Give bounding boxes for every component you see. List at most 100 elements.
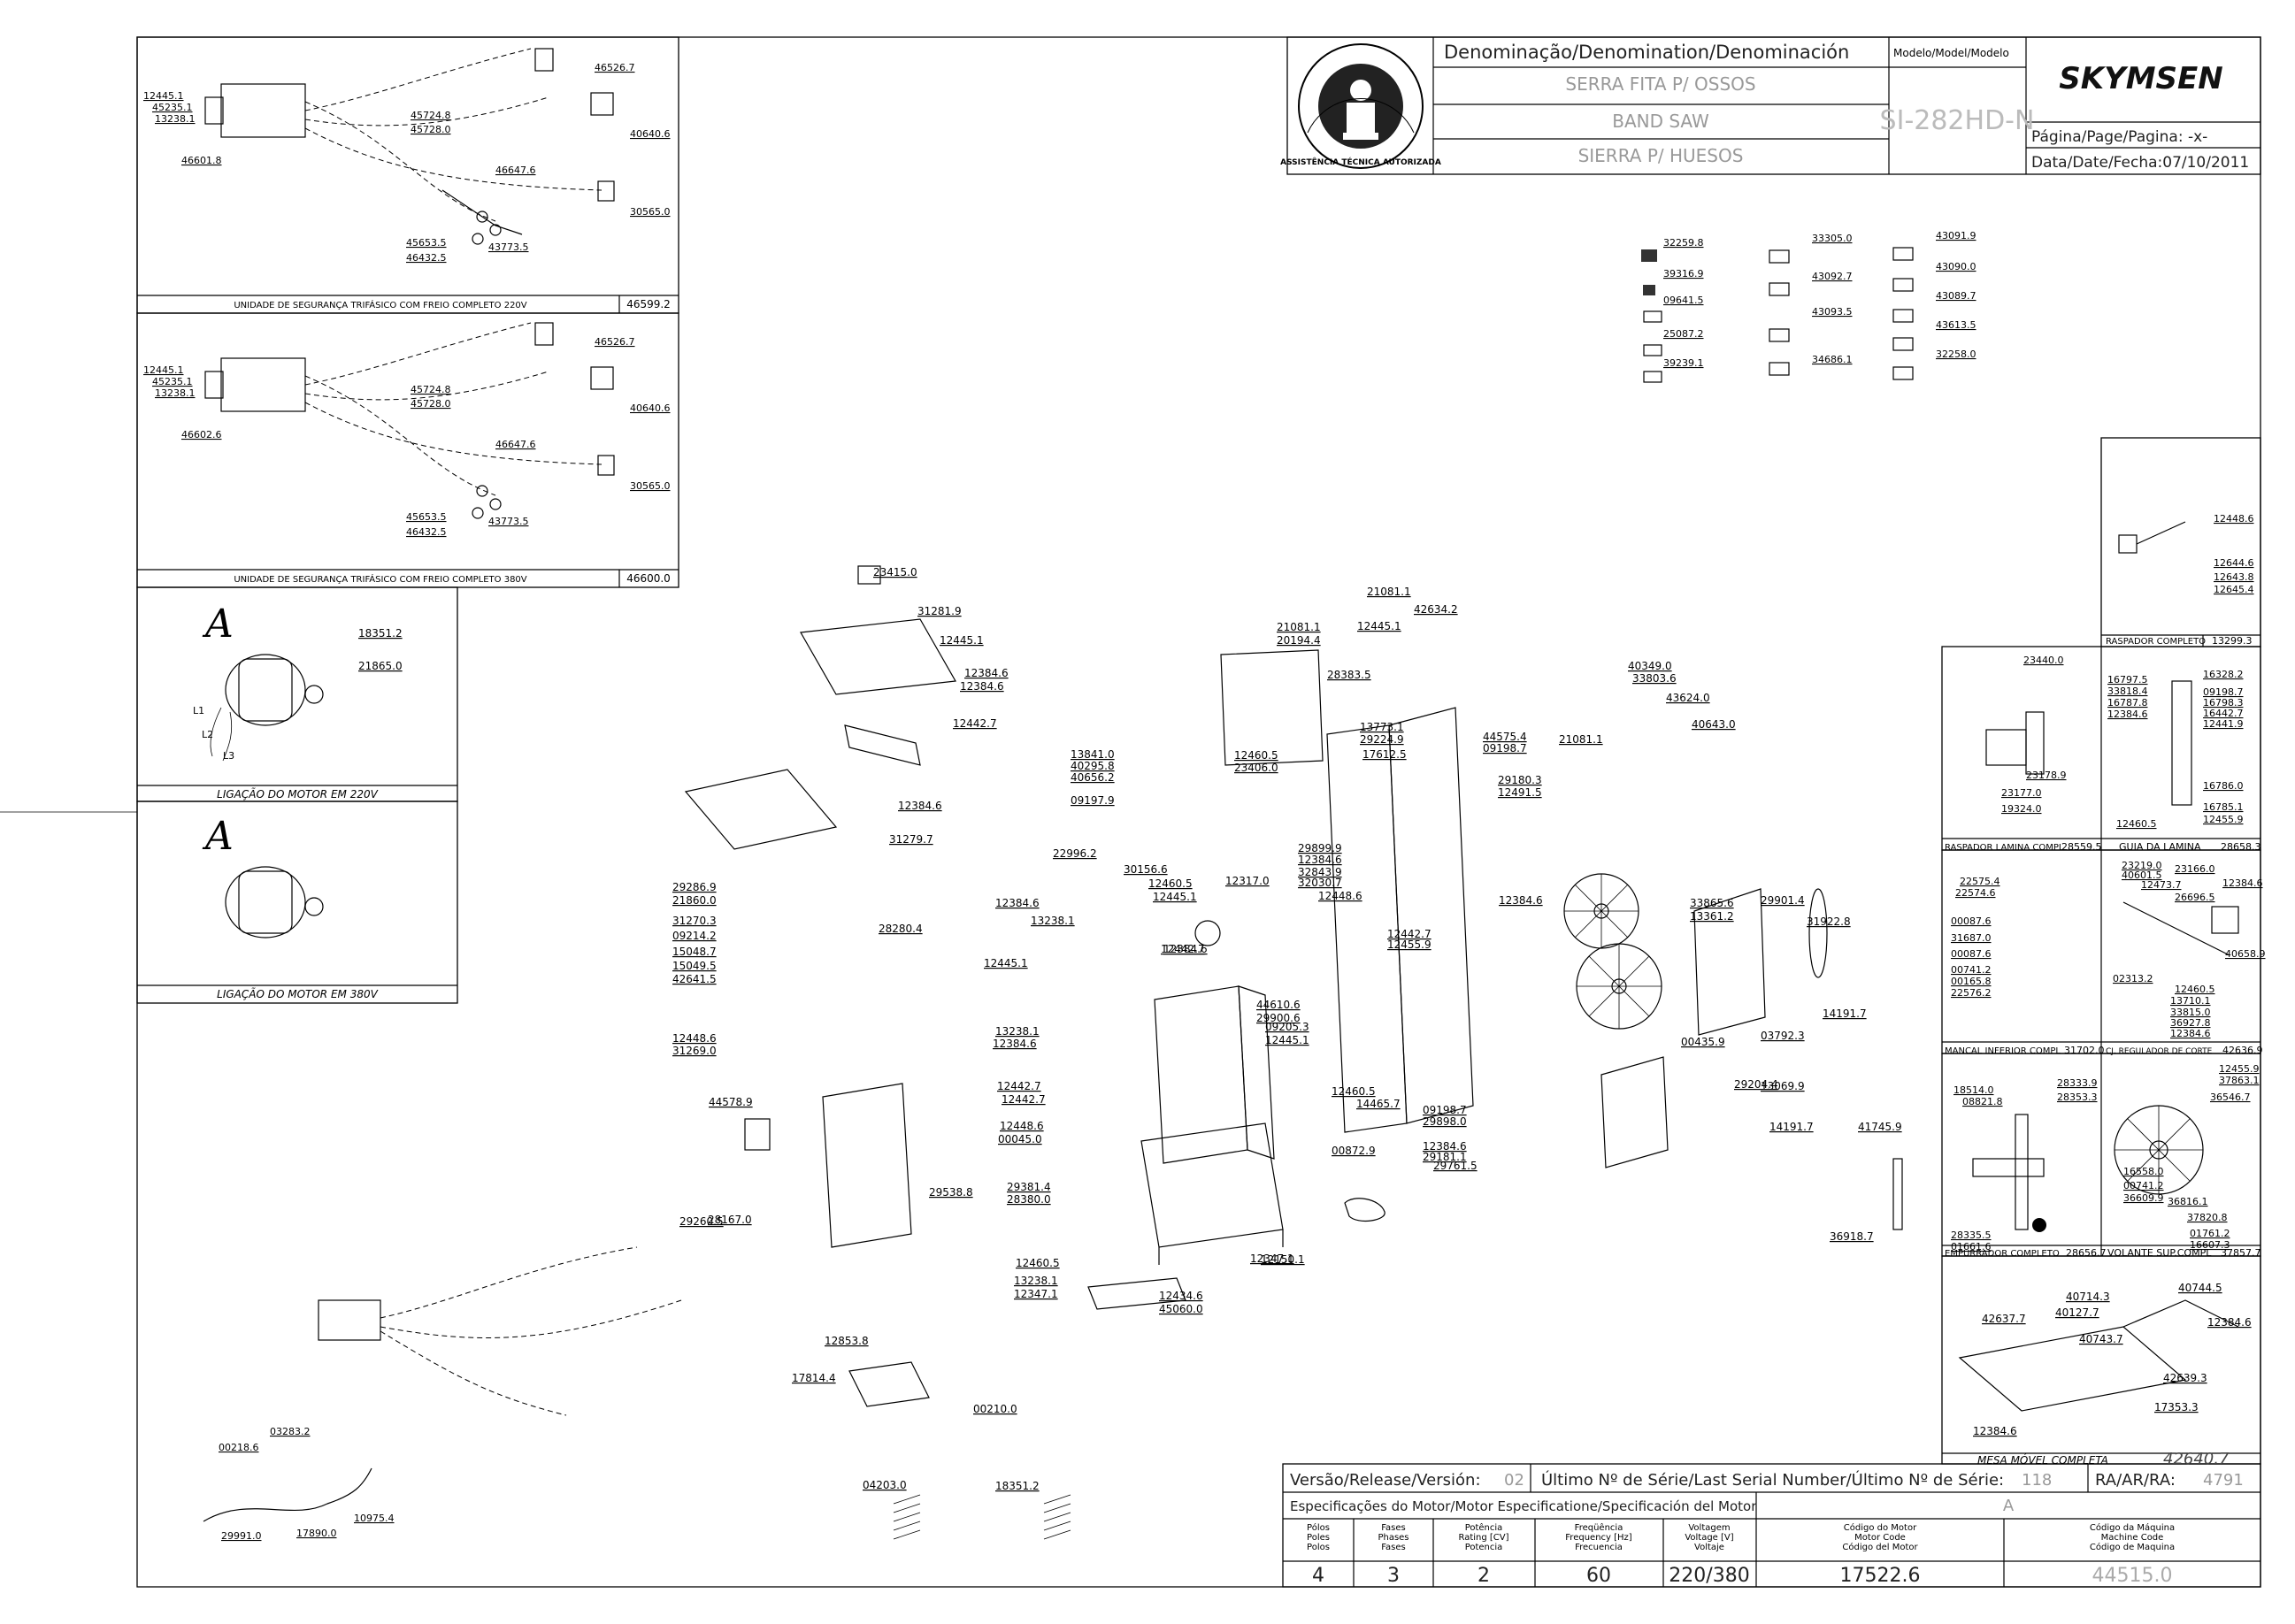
part-number: 00045.0 xyxy=(998,1133,1042,1145)
part-number: 13238.1 xyxy=(155,113,196,125)
part-number: 09198.7 xyxy=(1483,742,1527,755)
part-number: 31269.0 xyxy=(672,1045,717,1057)
part-number: 12384.6 xyxy=(2170,1028,2211,1039)
raspador-completo-panel xyxy=(2100,437,2261,647)
part-number: 22996.2 xyxy=(1053,847,1097,860)
part-number: 31281.9 xyxy=(917,605,962,617)
part-number: 03792.3 xyxy=(1761,1030,1805,1042)
motor-spec-header: Código del Motor xyxy=(1842,1542,1918,1552)
part-number: 22576.2 xyxy=(1951,987,1992,999)
part-number: 16797.5 xyxy=(2107,674,2148,686)
part-number: 28335.5 xyxy=(1951,1229,1992,1241)
part-number: 46432.5 xyxy=(406,252,447,264)
part-number: 16328.2 xyxy=(2203,669,2244,680)
part-number: 12384.6 xyxy=(993,1038,1037,1050)
part-number: 29901.4 xyxy=(1761,894,1805,907)
regulador-caption: CJ. REGULADOR DE CORTE xyxy=(2106,1047,2213,1056)
part-number: 40127.7 xyxy=(2055,1306,2099,1319)
motor-spec-header: Motor Code xyxy=(1854,1533,1906,1543)
motor-spec-value: 220/380 xyxy=(1669,1565,1749,1587)
part-number: 12644.6 xyxy=(2214,557,2254,569)
motor-380-caption: LIGAÇÃO DO MOTOR EM 380V xyxy=(217,987,378,1000)
part-number: 29381.4 xyxy=(1007,1181,1051,1193)
part-number: 12384.6 xyxy=(995,897,1040,909)
model-header: Modelo/Model/Modelo xyxy=(1893,47,2009,59)
part-number: 31687.0 xyxy=(1951,932,1992,944)
part-number: 00741.2 xyxy=(1951,964,1992,976)
part-number: 45235.1 xyxy=(152,102,193,113)
motor-220-panel xyxy=(136,586,458,802)
part-number: 13710.1 xyxy=(2170,995,2211,1007)
part-number: 12445.1 xyxy=(1357,620,1401,632)
part-number: 46526.7 xyxy=(595,62,635,73)
unit-380-panel xyxy=(136,312,679,588)
part-number: 09198.7 xyxy=(2203,686,2244,698)
part-number: 29538.8 xyxy=(929,1186,973,1199)
part-number: 16558.0 xyxy=(2123,1166,2164,1177)
part-number: 23178.9 xyxy=(2026,770,2067,781)
part-number: 28280.4 xyxy=(879,923,923,935)
part-number: 12643.8 xyxy=(2214,571,2254,583)
version-label: Versão/Release/Versión: xyxy=(1290,1471,1481,1490)
part-number: 40743.7 xyxy=(2079,1333,2123,1345)
part-number: 14191.7 xyxy=(1769,1121,1814,1133)
part-number: 42634.2 xyxy=(1414,603,1458,616)
part-number: 17353.3 xyxy=(2154,1401,2199,1413)
part-number: 15049.5 xyxy=(672,960,717,972)
motor-spec-header: Pólos xyxy=(1307,1522,1330,1533)
part-number: 16787.8 xyxy=(2107,697,2148,709)
part-number: 29204.4 xyxy=(1734,1078,1778,1091)
part-number: 09197.9 xyxy=(1071,794,1115,807)
part-number: 14465.7 xyxy=(1356,1098,1401,1110)
part-number: 09641.5 xyxy=(1663,295,1704,306)
part-number: 45728.0 xyxy=(411,398,451,410)
part-number: 31922.8 xyxy=(1807,915,1851,928)
part-number: 12442.7 xyxy=(1002,1093,1046,1106)
part-number: 01661.6 xyxy=(1951,1241,1992,1252)
part-number: 33818.4 xyxy=(2107,686,2148,697)
serial-label: Último Nº de Série/Last Serial Number/Úl… xyxy=(1541,1470,2004,1490)
motor-spec-header: Voltagem xyxy=(1688,1523,1730,1533)
part-number: 21860.0 xyxy=(672,894,717,907)
part-number: 43092.7 xyxy=(1812,271,1853,282)
part-number: 44610.6 xyxy=(1256,999,1301,1011)
part-number: 12455.9 xyxy=(1387,938,1431,951)
small-parts-grid xyxy=(1641,247,1914,383)
part-number: 12460.5 xyxy=(2175,984,2215,995)
part-number: 40658.9 xyxy=(2225,948,2266,960)
part-number: 29224.9 xyxy=(1360,733,1404,746)
guia-lamina-caption: GUIA DA LAMINA xyxy=(2119,841,2201,853)
motor-spec-header: Código do Motor xyxy=(1844,1522,1917,1533)
unit-220-code: 46599.2 xyxy=(626,298,671,310)
page-label: Página/Page/Pagina: -x- xyxy=(2031,128,2207,146)
motor-spec-header: Código da Máquina xyxy=(2090,1522,2175,1533)
part-number: 12460.5 xyxy=(1332,1085,1376,1098)
raspador-lamina-panel xyxy=(1941,646,2261,851)
volante-code: 37857.7 xyxy=(2221,1247,2261,1259)
motor-spec-header: Phases xyxy=(1378,1533,1408,1543)
part-number: 41745.9 xyxy=(1858,1121,1902,1133)
brand-logo: SKYMSEN xyxy=(2059,61,2222,96)
part-number: 16785.1 xyxy=(2203,801,2244,813)
part-number: 12442.7 xyxy=(1161,943,1205,955)
part-number: 32258.0 xyxy=(1936,349,1976,360)
part-number: 29180.3 xyxy=(1498,774,1542,786)
part-number: 00741.2 xyxy=(2123,1180,2164,1191)
empurrador-caption: EMPURRADOR COMPLETO xyxy=(1945,1249,2060,1259)
part-number: 00087.6 xyxy=(1951,948,1992,960)
part-number: 12448.6 xyxy=(672,1032,717,1045)
part-number: 12445.1 xyxy=(143,90,184,102)
part-number: 31279.7 xyxy=(889,833,933,846)
part-number: 13841.0 xyxy=(1071,748,1115,761)
part-number: 16442.7 xyxy=(2203,708,2244,719)
part-number: 12445.1 xyxy=(143,364,184,376)
part-number: 16786.0 xyxy=(2203,780,2244,792)
info-block xyxy=(1282,1463,2261,1588)
raspador-completo-code: 13299.3 xyxy=(2212,635,2253,647)
part-number: 33815.0 xyxy=(2170,1007,2211,1018)
part-number: 04203.0 xyxy=(863,1479,907,1491)
motor-spec-value: 44515.0 xyxy=(2092,1565,2173,1587)
part-number: 01761.2 xyxy=(2190,1228,2230,1239)
part-number: 45728.0 xyxy=(411,124,451,135)
mesa-movel-caption: MESA MÓVEL COMPLETA xyxy=(1977,1453,2108,1467)
